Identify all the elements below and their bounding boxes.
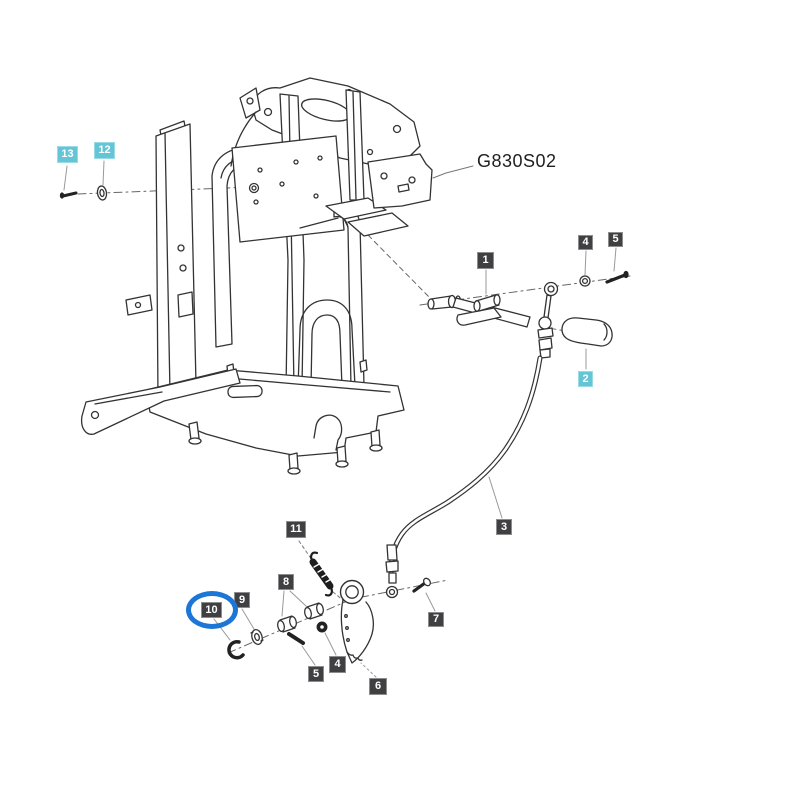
screw-part-13 <box>59 191 78 199</box>
pin-part-5-upper <box>605 270 629 284</box>
part-label-10[interactable]: 10 <box>201 602 222 618</box>
drawing-code: G830S02 <box>477 151 557 171</box>
part-label-12[interactable]: 12 <box>94 142 115 159</box>
handle-grip-part-2 <box>561 317 613 347</box>
clevis-pin-part-7 <box>412 577 432 593</box>
cable-part-3 <box>385 281 559 599</box>
bolt-part-5-lower <box>287 632 305 645</box>
part-label-13[interactable]: 13 <box>57 146 78 163</box>
washer-part-4-upper <box>579 275 591 287</box>
part-label-3[interactable]: 3 <box>496 519 512 535</box>
part-label-1[interactable]: 1 <box>477 252 494 269</box>
bushing-part-8b <box>304 602 324 620</box>
washer-part-9 <box>250 628 264 646</box>
bushing-part-8a <box>277 615 297 633</box>
part-label-5-lower[interactable]: 5 <box>308 666 324 682</box>
frame-assembly <box>80 77 433 475</box>
part-label-4-upper[interactable]: 4 <box>578 235 593 250</box>
washer-part-12 <box>96 185 108 201</box>
frame-feet <box>188 421 383 475</box>
rod-assembly-part-1 <box>427 294 531 328</box>
snap-ring-part-10 <box>227 640 245 660</box>
part-label-4-lower[interactable]: 4 <box>329 656 346 673</box>
part-label-9[interactable]: 9 <box>234 592 250 608</box>
leader-lines <box>63 160 617 678</box>
bracket-lever-part-6 <box>339 579 374 664</box>
nut-part-4-lower <box>316 621 328 633</box>
part-label-7[interactable]: 7 <box>428 612 444 627</box>
spring-part-11 <box>298 540 345 602</box>
part-label-11[interactable]: 11 <box>286 521 306 538</box>
part-label-8[interactable]: 8 <box>278 574 294 590</box>
part-label-5-upper[interactable]: 5 <box>608 232 623 247</box>
part-label-6[interactable]: 6 <box>369 678 387 695</box>
part-label-2[interactable]: 2 <box>578 371 593 387</box>
